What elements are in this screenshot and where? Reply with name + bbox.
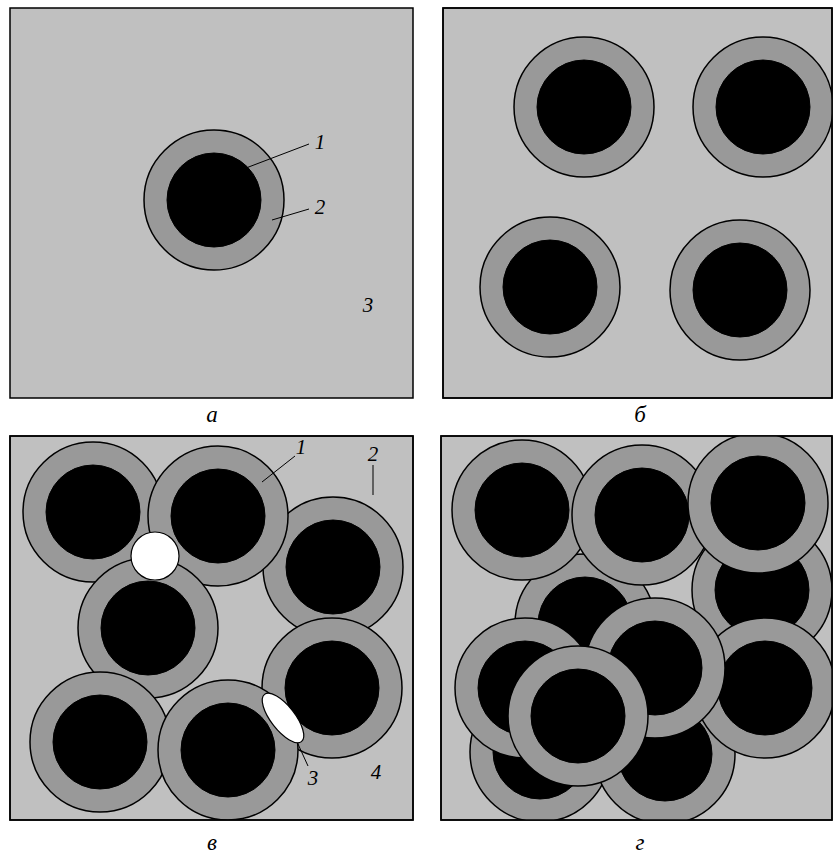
particle: [514, 37, 654, 177]
leader-line: [298, 744, 308, 766]
panel-caption: а: [206, 403, 218, 426]
pore: [131, 532, 179, 580]
particle: [144, 130, 284, 270]
particle: [670, 220, 810, 360]
matrix-panel: [10, 436, 413, 820]
panel-border: [441, 436, 832, 820]
panel-border: [443, 8, 832, 398]
callout-number: 1: [315, 132, 326, 153]
panel-border: [10, 436, 413, 820]
callout-number: 1: [296, 437, 307, 458]
callout-number: 2: [368, 444, 379, 465]
callout-number: 3: [308, 768, 319, 789]
callout-number: 3: [363, 295, 374, 316]
leader-line: [272, 209, 309, 220]
particle: [480, 217, 620, 357]
particle: [508, 646, 648, 786]
particle: [693, 37, 832, 177]
particle: [688, 436, 828, 573]
leader-line: [246, 144, 309, 168]
leader-line: [262, 456, 295, 482]
matrix-panel: [443, 8, 832, 398]
matrix-panel: [10, 8, 413, 398]
panel-caption: г: [636, 831, 645, 854]
panel-caption: б: [634, 403, 646, 426]
leader-line: [373, 465, 374, 495]
callout-number: 2: [315, 197, 326, 218]
pore: [255, 687, 311, 749]
callout-number: 4: [371, 762, 382, 783]
particle: [452, 440, 592, 580]
particle: [30, 672, 170, 812]
panel-caption: в: [207, 831, 217, 854]
